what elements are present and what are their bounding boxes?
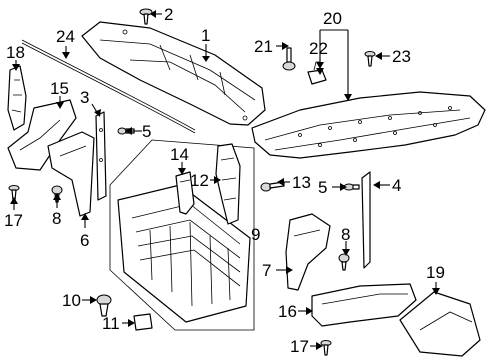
part-6-bracket [47, 131, 95, 217]
callout-5-right: 5 [318, 178, 327, 197]
part-18-bracket [7, 65, 27, 131]
callout-16: 16 [278, 302, 297, 321]
part-15-air-duct [7, 99, 77, 171]
callout-24: 24 [56, 27, 75, 46]
callout-12: 12 [190, 171, 209, 190]
part-24-seal-strip [21, 39, 196, 134]
callout-10: 10 [62, 291, 81, 310]
part-8-fastener-right [338, 253, 350, 271]
part-7-air-duct [285, 213, 331, 291]
part-14-sensor [175, 171, 195, 215]
callout-4: 4 [392, 176, 401, 195]
callout-2: 2 [164, 5, 173, 24]
part-5-fastener-right [343, 183, 360, 191]
callout-8-left: 8 [52, 209, 61, 228]
part-17-push-pin-bottom [320, 340, 332, 356]
callout-21: 21 [254, 37, 273, 56]
callout-labels: 1 2 3 4 5 5 6 7 8 8 9 10 11 12 13 14 15 … [4, 5, 445, 356]
callout-14: 14 [170, 145, 189, 164]
callout-7: 7 [262, 261, 271, 280]
part-3-bracket [95, 111, 107, 201]
callout-1: 1 [201, 26, 210, 45]
callout-23: 23 [392, 47, 411, 66]
callout-11: 11 [102, 314, 120, 333]
callout-22: 22 [309, 39, 328, 58]
callout-3: 3 [80, 88, 89, 107]
part-11-clip [133, 313, 153, 331]
callout-13: 13 [292, 173, 311, 192]
part-12-harness [215, 143, 241, 225]
part-2-push-pin [139, 8, 153, 25]
part-4-strip [361, 171, 371, 269]
part-10-bolt [96, 294, 112, 317]
callout-5-left: 5 [142, 122, 151, 141]
callout-9: 9 [251, 225, 260, 244]
callout-20: 20 [323, 9, 342, 28]
callout-6: 6 [80, 231, 89, 250]
part-23-push-pin [364, 51, 376, 67]
leader-lines [10, 10, 440, 350]
part-21-bolt [282, 47, 296, 71]
part-1-cowl-panel [81, 21, 266, 126]
part-20-shield [251, 91, 486, 159]
part-22-clip [307, 61, 327, 85]
callout-17-bottom: 17 [290, 337, 309, 356]
callout-18: 18 [6, 43, 25, 62]
part-17-push-pin-left [8, 185, 20, 201]
callout-19: 19 [426, 263, 445, 282]
callout-17-left: 17 [4, 211, 23, 230]
callout-15: 15 [50, 79, 69, 98]
part-16-lower-duct [311, 283, 417, 327]
callout-8-right: 8 [341, 225, 350, 244]
part-19-corner-shield [399, 291, 481, 357]
part-9-inset-box [109, 139, 255, 331]
